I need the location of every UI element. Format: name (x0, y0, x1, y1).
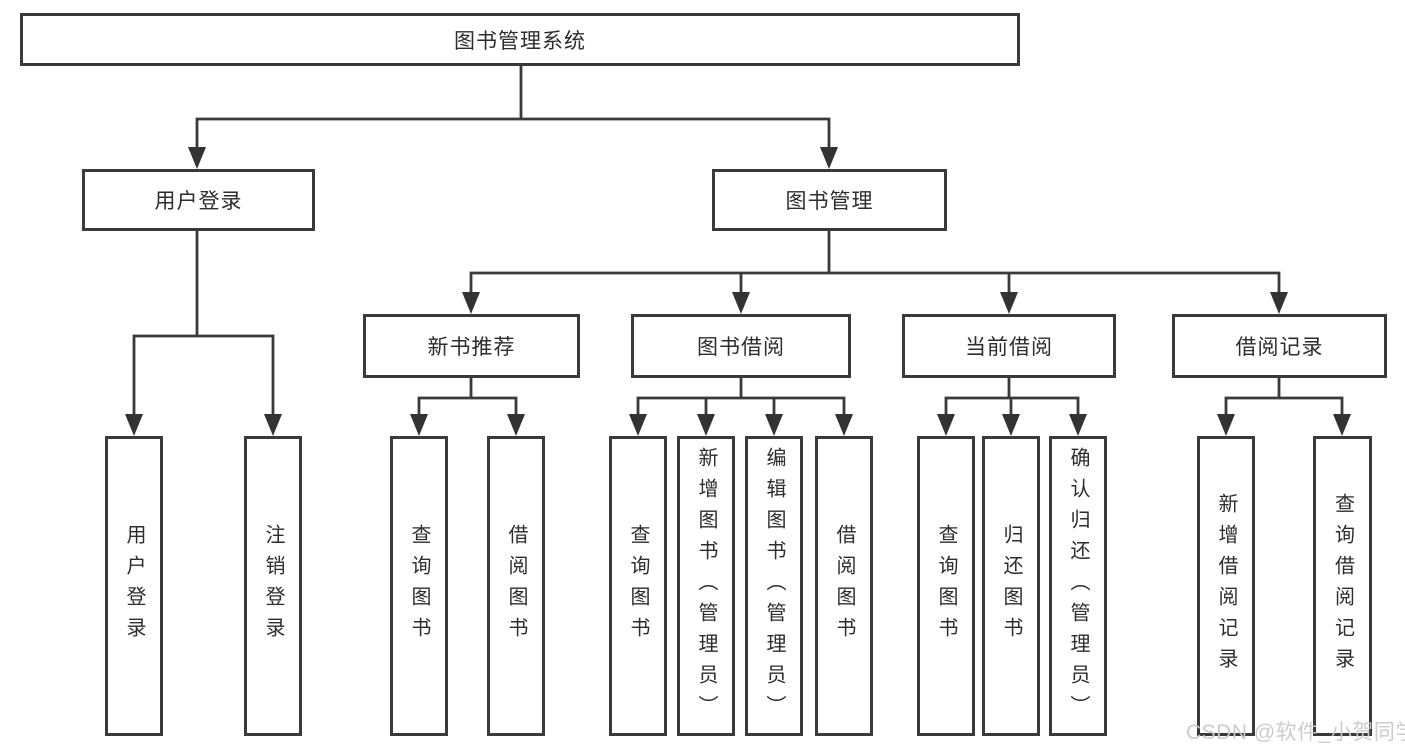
arrowheads (125, 147, 1351, 436)
leaf-query-book-recommend: 查询图书 (390, 436, 448, 736)
leaf-logout-label: 注销登录 (262, 524, 284, 648)
node-new-book-recommend: 新书推荐 (363, 314, 580, 378)
leaf-edit-book-admin-label: 编辑图书（管理员） (763, 446, 785, 726)
leaf-return-book: 归还图书 (982, 436, 1040, 736)
leaf-user-login-label: 用户登录 (123, 524, 145, 648)
leaf-add-book-admin: 新增图书（管理员） (677, 436, 735, 736)
leaf-logout: 注销登录 (244, 436, 302, 736)
leaf-query-borrow-record: 查询借阅记录 (1313, 436, 1372, 736)
leaf-query-borrow-record-label: 查询借阅记录 (1331, 493, 1354, 679)
leaf-query-book-current-label: 查询图书 (935, 524, 957, 648)
node-root-label: 图书管理系统 (454, 29, 586, 53)
leaf-user-login: 用户登录 (105, 436, 163, 736)
leaf-borrow-book-recommend-label: 借阅图书 (505, 524, 527, 648)
leaf-query-book-borrow-label: 查询图书 (627, 524, 649, 648)
node-current-borrow-label: 当前借阅 (965, 336, 1053, 359)
leaf-edit-book-admin: 编辑图书（管理员） (745, 436, 803, 736)
node-user-login: 用户登录 (82, 169, 315, 231)
node-new-book-recommend-label: 新书推荐 (427, 336, 516, 359)
leaf-add-borrow-record: 新增借阅记录 (1197, 436, 1255, 736)
leaf-borrow-book-label: 借阅图书 (833, 524, 855, 648)
csdn-watermark: CSDN @软件_小贺同学 (1186, 721, 1405, 744)
node-book-management-label: 图书管理 (785, 190, 874, 213)
leaf-query-book-borrow: 查询图书 (609, 436, 667, 736)
leaf-borrow-book-recommend: 借阅图书 (487, 436, 545, 736)
leaf-add-borrow-record-label: 新增借阅记录 (1215, 493, 1237, 679)
node-borrow-record: 借阅记录 (1172, 314, 1387, 378)
node-book-borrow: 图书借阅 (631, 314, 851, 378)
leaf-borrow-book: 借阅图书 (815, 436, 873, 736)
leaf-query-book-recommend-label: 查询图书 (408, 524, 430, 648)
node-book-management: 图书管理 (712, 169, 947, 231)
node-borrow-record-label: 借阅记录 (1235, 336, 1324, 359)
leaf-query-book-current: 查询图书 (917, 436, 975, 736)
leaf-return-book-label: 归还图书 (1000, 524, 1022, 648)
node-current-borrow: 当前借阅 (902, 314, 1116, 378)
leaf-confirm-return-admin-label: 确认归还（管理员） (1067, 446, 1089, 726)
leaf-confirm-return-admin: 确认归还（管理员） (1049, 436, 1107, 736)
node-root: 图书管理系统 (20, 13, 1020, 66)
node-user-login-label: 用户登录 (154, 190, 243, 213)
node-book-borrow-label: 图书借阅 (697, 336, 785, 359)
leaf-add-book-admin-label: 新增图书（管理员） (695, 446, 717, 726)
